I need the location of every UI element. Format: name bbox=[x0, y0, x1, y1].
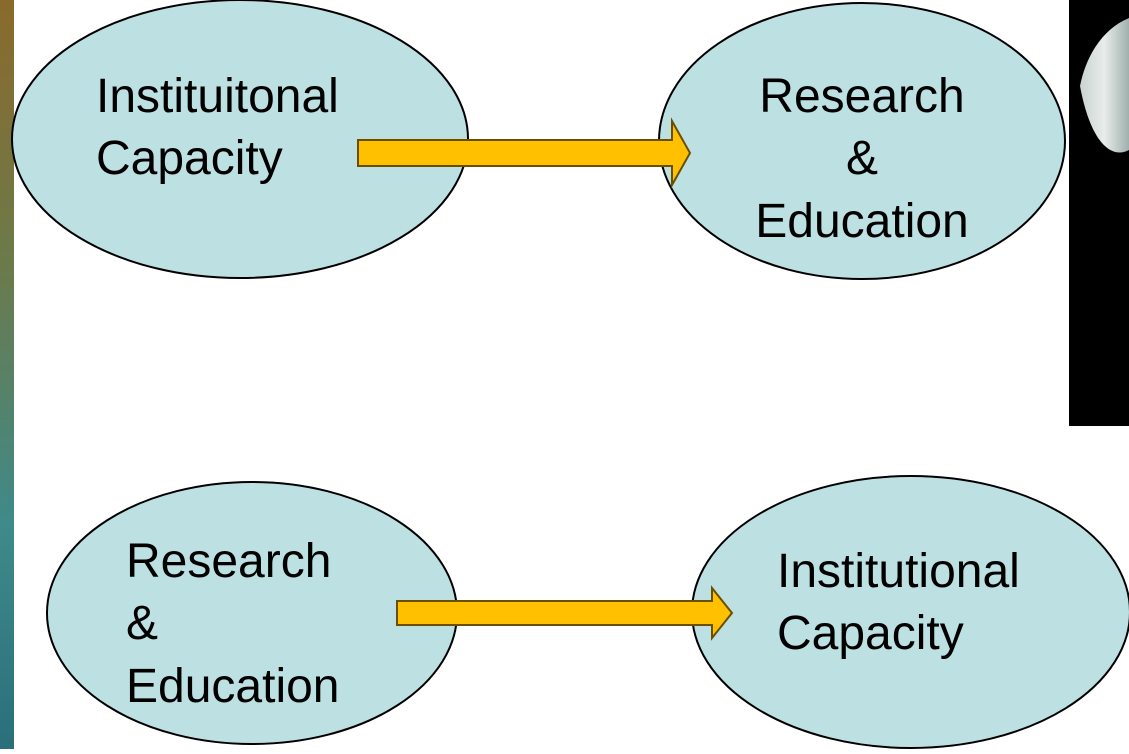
top-target-line-2: & bbox=[845, 132, 878, 186]
bottom-source-line-2: & bbox=[126, 597, 159, 651]
bottom-source-label: Research & Education bbox=[126, 531, 340, 718]
bottom-source-line-1: Research bbox=[126, 535, 332, 588]
top-source-line-2: Capacity bbox=[96, 132, 283, 186]
bottom-target-label: Institutional Capacity bbox=[777, 541, 1020, 666]
top-target-line-1: Research bbox=[759, 70, 965, 123]
right-photo bbox=[1069, 0, 1129, 426]
arrow-bottom bbox=[396, 585, 734, 641]
bottom-source-line-3: Education bbox=[126, 659, 340, 713]
right-photo-object bbox=[1080, 18, 1129, 153]
bottom-target-line-1: Institutional bbox=[777, 545, 1020, 598]
left-photo-strip bbox=[0, 0, 14, 749]
top-target-label: Research & Education bbox=[745, 66, 979, 253]
top-source-label: Instituitonal Capacity bbox=[96, 66, 339, 191]
arrow-top bbox=[357, 117, 692, 189]
top-target-line-3: Education bbox=[755, 194, 969, 248]
top-source-line-1: Instituitonal bbox=[96, 70, 339, 123]
bottom-target-line-2: Capacity bbox=[777, 607, 964, 661]
